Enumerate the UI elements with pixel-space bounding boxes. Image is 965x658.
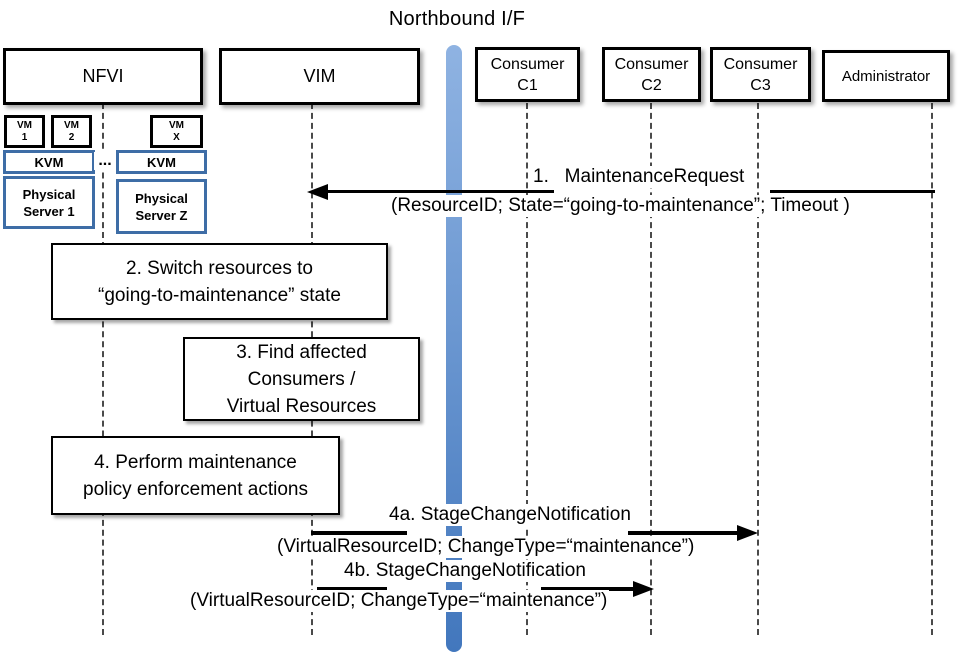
message-1-line xyxy=(770,190,935,193)
message-1-params: (ResourceID; State=“going-to-maintenance… xyxy=(389,195,852,217)
activity-text: 4. Perform maintenance xyxy=(94,451,297,473)
message-4a-line xyxy=(311,531,407,535)
activity-box-step2: 2. Switch resources to “going-to-mainten… xyxy=(51,243,388,320)
physical-server-1-box: Physical Server 1 xyxy=(3,176,95,229)
vm-label: VM xyxy=(64,119,79,131)
message-4b-line xyxy=(541,587,635,591)
actor-box-vim: VIM xyxy=(219,48,420,105)
message-4a-arrowhead xyxy=(737,525,758,541)
lifeline-consumer-c2 xyxy=(650,103,652,635)
actor-box-consumer-c1: Consumer C1 xyxy=(475,47,580,102)
actor-box-consumer-c3: Consumer C3 xyxy=(710,47,811,102)
message-1-title: 1. MaintenanceRequest xyxy=(531,166,747,188)
message-4b-params: (VirtualResourceID; ChangeType=“maintena… xyxy=(188,590,610,612)
vm-label: VM xyxy=(17,119,32,131)
activity-text: Consumers / xyxy=(247,368,356,390)
activity-text: 3. Find affected xyxy=(236,341,367,363)
server-name: Server Z xyxy=(135,207,188,223)
message-1-arrowhead xyxy=(307,184,328,200)
physical-server-z-box: Physical Server Z xyxy=(116,179,207,234)
lifeline-consumer-c3 xyxy=(757,103,759,635)
activity-text: 2. Switch resources to xyxy=(126,257,313,279)
lifeline-administrator xyxy=(931,103,933,635)
message-1-line xyxy=(326,190,554,193)
actor-label-consumer: Consumer xyxy=(490,55,565,73)
actor-label-c3: C3 xyxy=(750,76,771,94)
activity-text: “going-to-maintenance” state xyxy=(98,284,341,306)
activity-box-step3: 3. Find affected Consumers / Virtual Res… xyxy=(183,337,420,421)
lifeline-nfvi xyxy=(102,103,104,635)
lifeline-consumer-c1 xyxy=(526,103,528,635)
vm-number: X xyxy=(173,131,180,143)
message-4b-line xyxy=(317,587,387,591)
kvm-1-box: KVM xyxy=(3,150,95,174)
activity-box-step4: 4. Perform maintenance policy enforcemen… xyxy=(51,436,340,515)
server-name: Server 1 xyxy=(23,203,75,219)
kvm-2-box: KVM xyxy=(116,150,207,174)
activity-text: policy enforcement actions xyxy=(83,478,308,500)
message-4b-title: 4b. StageChangeNotification xyxy=(342,560,588,582)
message-4a-line xyxy=(628,531,740,535)
vm-1-box: VM 1 xyxy=(4,115,45,148)
message-4a-params: (VirtualResourceID; ChangeType=“maintena… xyxy=(275,536,697,558)
server-label: Physical xyxy=(135,190,188,206)
vm-number: 2 xyxy=(68,131,75,143)
actor-label-c1: C1 xyxy=(517,76,538,94)
actor-label-administrator: Administrator xyxy=(841,67,931,85)
actor-label-consumer: Consumer xyxy=(614,55,689,73)
diagram-title: Northbound I/F xyxy=(388,8,526,30)
actor-box-administrator: Administrator xyxy=(822,50,950,102)
actor-label-vim: VIM xyxy=(303,66,336,86)
kvm-label: KVM xyxy=(34,154,64,170)
message-4a-title: 4a. StageChangeNotification xyxy=(387,504,633,526)
ellipsis: ... xyxy=(94,152,116,170)
actor-box-nfvi: NFVI xyxy=(3,48,203,105)
server-label: Physical xyxy=(22,186,76,202)
actor-label-c2: C2 xyxy=(641,76,662,94)
actor-label-consumer: Consumer xyxy=(723,55,798,73)
vm-2-box: VM 2 xyxy=(51,115,92,148)
actor-box-consumer-c2: Consumer C2 xyxy=(602,47,701,102)
vm-number: 1 xyxy=(21,131,28,143)
activity-text: Virtual Resources xyxy=(226,395,377,417)
actor-label-nfvi: NFVI xyxy=(82,66,124,86)
message-4b-arrowhead xyxy=(633,581,654,597)
vm-label: VM xyxy=(169,119,184,131)
vm-x-box: VM X xyxy=(150,115,203,148)
kvm-label: KVM xyxy=(147,154,176,170)
